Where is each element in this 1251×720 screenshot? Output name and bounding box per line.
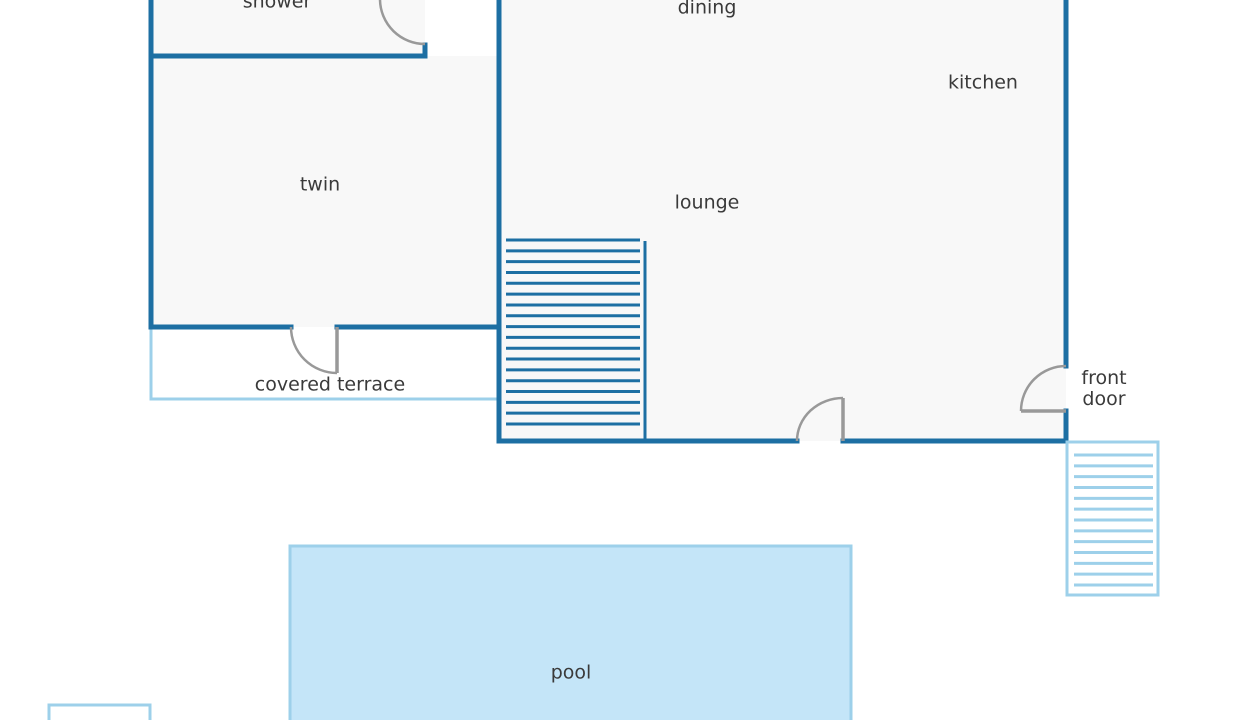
room-label-lounge: lounge xyxy=(674,191,740,214)
outdoor-staircase xyxy=(1065,440,1160,597)
shower-floor xyxy=(150,0,425,56)
outbuilding-outline xyxy=(47,703,152,720)
twin-floor xyxy=(150,56,499,327)
room-label-dining: dining xyxy=(677,0,737,19)
room-label-kitchen: kitchen xyxy=(948,71,1018,94)
indoor-staircase xyxy=(506,238,647,441)
room-label-covered-terrace: covered terrace xyxy=(254,373,406,396)
twin-door[interactable] xyxy=(289,326,339,375)
front-door-label-line1: front xyxy=(1081,367,1127,389)
lounge-terrace-door[interactable] xyxy=(795,396,845,442)
covered-terrace-outline xyxy=(149,327,499,401)
room-label-twin: twin xyxy=(299,173,341,196)
front-door[interactable] xyxy=(1019,364,1067,413)
room-label-shower: shower xyxy=(242,0,312,13)
label-front-door: front door xyxy=(1081,368,1126,410)
front-door-label-line2: door xyxy=(1082,388,1126,410)
walls xyxy=(148,0,1069,444)
room-label-pool: pool xyxy=(550,661,592,684)
pool xyxy=(288,544,853,720)
shower-door[interactable] xyxy=(378,0,426,46)
main-floor xyxy=(499,0,1066,441)
